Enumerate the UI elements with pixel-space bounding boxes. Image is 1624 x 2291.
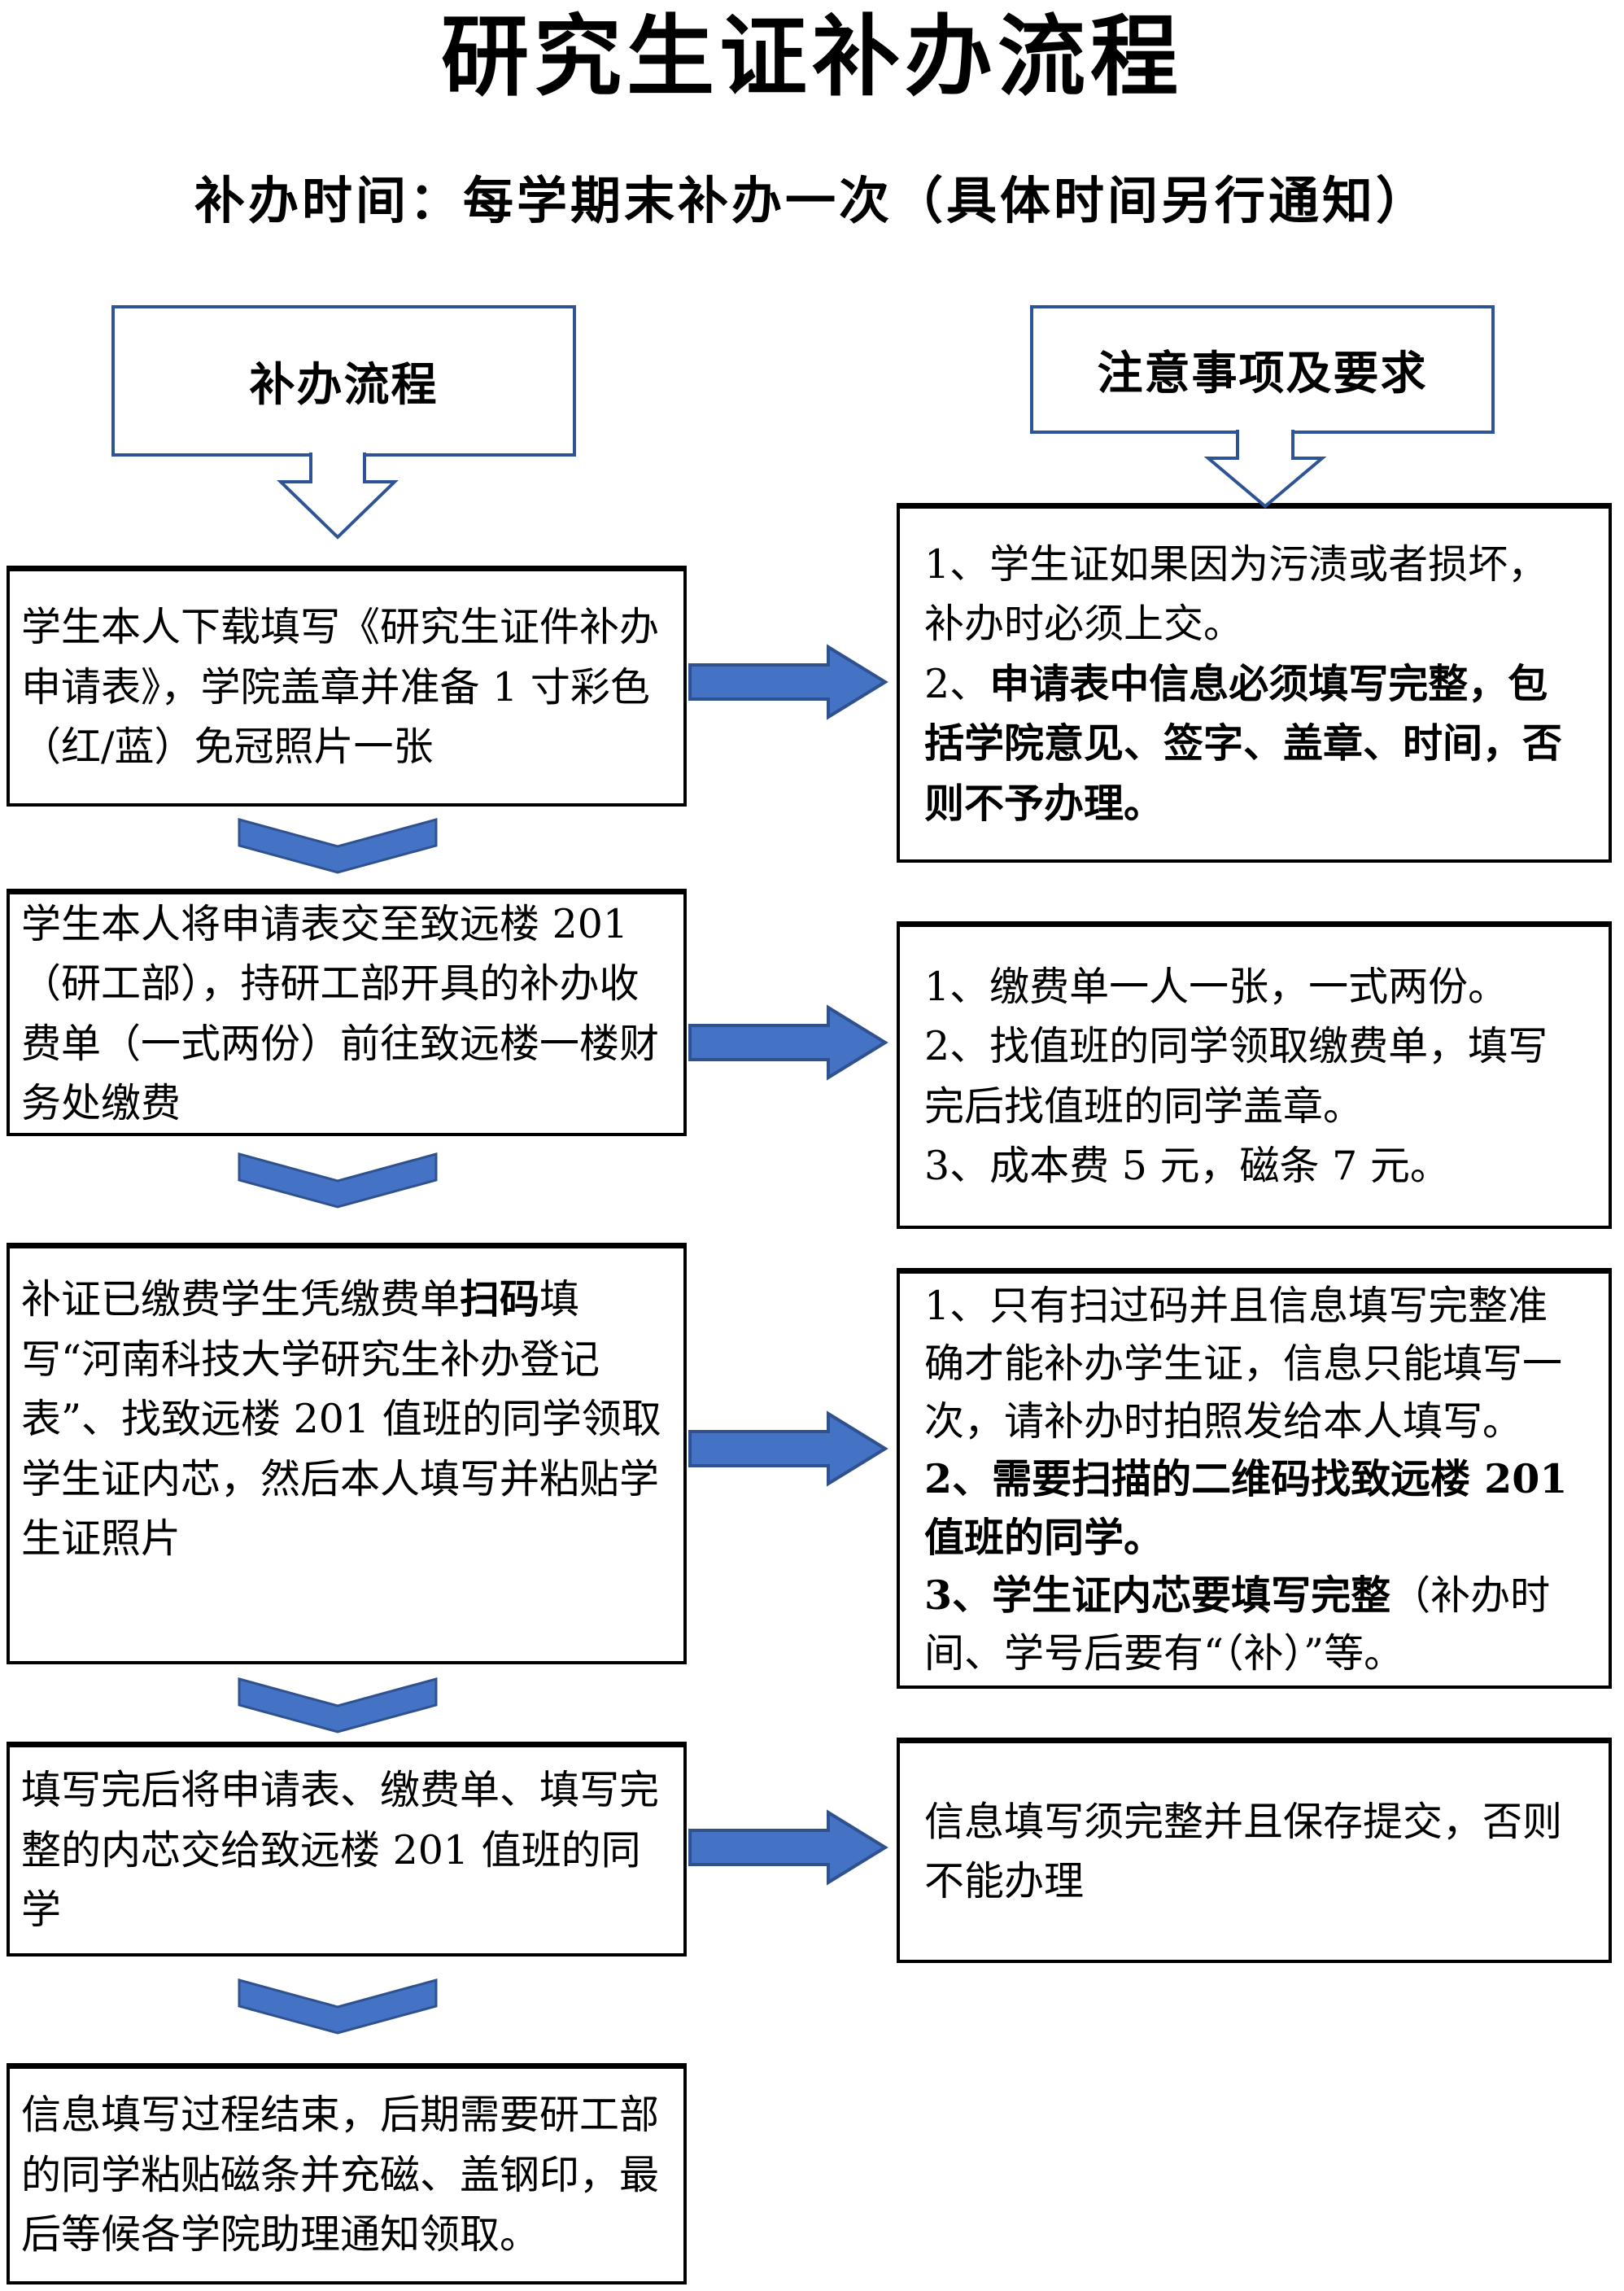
note-2-item-3: 3、成本费 5 元，磁条 7 元。	[924, 1143, 1450, 1189]
right-arrow-icon-2	[688, 1004, 888, 1081]
note-box-3: 1、只有扫过码并且信息填写完整准确才能补办学生证，信息只能填写一次，请补办时拍照…	[897, 1268, 1612, 1689]
note-2-item-1: 1、缴费单一人一张，一式两份。	[924, 963, 1508, 1010]
column-header-notes: 注意事项及要求	[1030, 305, 1495, 434]
note-box-1: 1、学生证如果因为污渍或者损坏，补办时必须上交。 2、申请表中信息必须填写完整，…	[897, 503, 1612, 863]
right-arrow-icon-1	[688, 644, 888, 720]
step-3-text: 补证已缴费学生凭缴费单扫码填写“河南科技大学研究生补办登记表”、找致远楼 201…	[21, 1275, 661, 1562]
step-box-3: 补证已缴费学生凭缴费单扫码填写“河南科技大学研究生补办登记表”、找致远楼 201…	[7, 1243, 687, 1664]
column-header-process: 补办流程	[111, 305, 576, 457]
step-box-2: 学生本人将申请表交至致远楼 201（研工部），持研工部开具的补办收费单（一式两份…	[7, 889, 687, 1136]
note-4-item-1: 信息填写须完整并且保存提交，否则不能办理	[924, 1798, 1563, 1905]
chevron-down-icon-4	[238, 1978, 438, 2035]
step-1-text: 学生本人下载填写《研究生证件补办申请表》，学院盖章并准备 1 寸彩色（红/蓝）免…	[21, 604, 660, 771]
header-left-down-arrow-icon	[277, 453, 399, 540]
column-header-notes-label: 注意事项及要求	[1097, 346, 1428, 400]
header-right-down-arrow-icon	[1203, 430, 1327, 509]
page-title: 研究生证补办流程	[440, 6, 1183, 108]
page-subtitle: 补办时间：每学期末补办一次（具体时间另行通知）	[194, 171, 1430, 230]
step-box-5: 信息填写过程结束，后期需要研工部的同学粘贴磁条并充磁、盖钢印，最后等候各学院助理…	[7, 2063, 687, 2284]
right-arrow-icon-3	[688, 1410, 888, 1487]
step-box-4: 填写完后将申请表、缴费单、填写完整的内芯交给致远楼 201 值班的同学	[7, 1742, 687, 1957]
note-1-item-2: 2、申请表中信息必须填写完整，包括学院意见、签字、盖章、时间，否则不予办理。	[924, 659, 1563, 827]
note-box-2: 1、缴费单一人一张，一式两份。 2、找值班的同学领取缴费单，填写完后找值班的同学…	[897, 921, 1612, 1229]
step-2-text: 学生本人将申请表交至致远楼 201（研工部），持研工部开具的补办收费单（一式两份…	[21, 900, 660, 1127]
step-box-1: 学生本人下载填写《研究生证件补办申请表》，学院盖章并准备 1 寸彩色（红/蓝）免…	[7, 566, 687, 807]
chevron-down-icon-3	[238, 1677, 438, 1734]
note-2-item-2: 2、找值班的同学领取缴费单，填写完后找值班的同学盖章。	[924, 1023, 1548, 1130]
column-header-process-label: 补办流程	[249, 357, 439, 412]
chevron-down-icon-2	[238, 1152, 438, 1209]
note-3-item-1: 1、只有扫过码并且信息填写完整准确才能补办学生证，信息只能填写一次，请补办时拍照…	[924, 1283, 1563, 1445]
note-1-item-1: 1、学生证如果因为污渍或者损坏，补办时必须上交。	[924, 540, 1548, 648]
step-4-text: 填写完后将申请表、缴费单、填写完整的内芯交给致远楼 201 值班的同学	[21, 1767, 660, 1934]
step-5-text: 信息填写过程结束，后期需要研工部的同学粘贴磁条并充磁、盖钢印，最后等候各学院助理…	[21, 2092, 660, 2258]
note-box-4: 信息填写须完整并且保存提交，否则不能办理	[897, 1738, 1612, 1963]
right-arrow-icon-4	[688, 1809, 888, 1886]
chevron-down-icon-1	[238, 818, 438, 874]
note-3-item-3: 3、学生证内芯要填写完整（补办时间、学号后要有“（补）”等。	[924, 1571, 1551, 1677]
note-3-item-2: 2、需要扫描的二维码找致远楼 201 值班的同学。	[924, 1455, 1568, 1561]
